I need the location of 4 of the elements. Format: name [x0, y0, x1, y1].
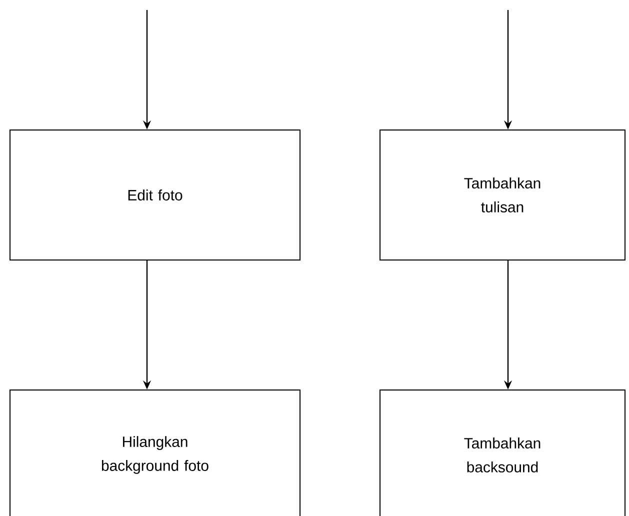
- process-box: Edit foto: [10, 130, 300, 260]
- process-box: Tambahkan backsound: [380, 390, 626, 516]
- process-box: Hilangkan background foto: [10, 390, 300, 516]
- process-box: Tambahkan tulisan: [380, 130, 626, 260]
